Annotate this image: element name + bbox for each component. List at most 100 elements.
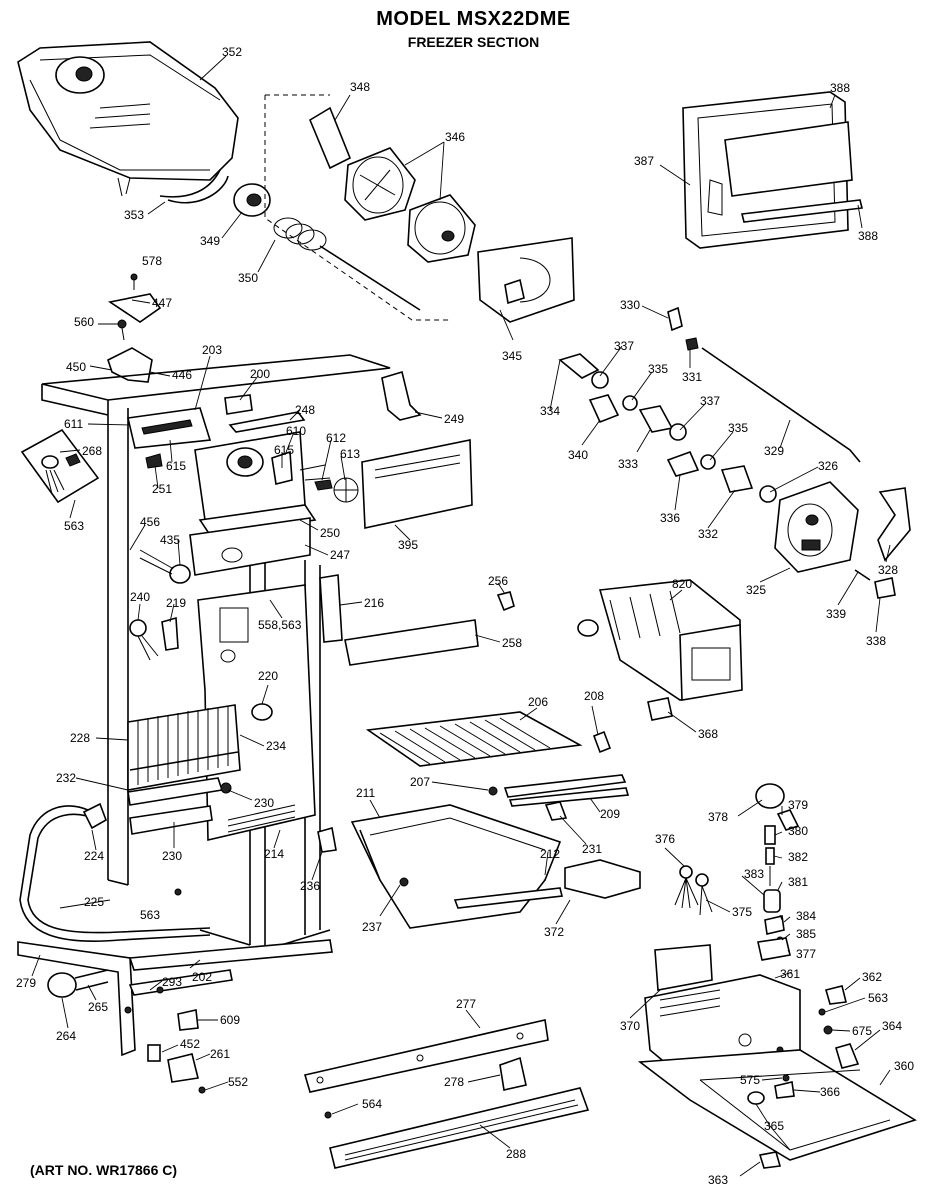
part-label: 363 — [708, 1173, 728, 1187]
part-label: 279 — [16, 976, 36, 990]
bail-wire-drawing — [167, 175, 229, 204]
part-label: 225 — [84, 895, 104, 909]
bracket-368-drawing — [647, 697, 673, 721]
part-label: 207 — [410, 775, 430, 789]
part-label: 278 — [444, 1075, 464, 1089]
part-label: 564 — [362, 1097, 382, 1111]
part-label: 249 — [444, 412, 464, 426]
part-label: 456 — [140, 515, 160, 529]
part-label: 352 — [222, 45, 242, 59]
part-label: 256 — [488, 574, 508, 588]
part-label: 385 — [796, 927, 816, 941]
bracket-231-drawing — [544, 801, 568, 821]
part-label: 250 — [320, 526, 340, 540]
part-label: 609 — [220, 1013, 240, 1027]
part-label: 261 — [210, 1047, 230, 1061]
part-label: 220 — [258, 669, 278, 683]
leveling-leg-278-drawing — [499, 1056, 527, 1091]
part-label: 236 — [300, 879, 320, 893]
clip-256-drawing — [496, 591, 515, 612]
part-label: 450 — [66, 360, 86, 374]
fan-shroud-assembly-drawing — [194, 431, 359, 521]
part-label: 333 — [618, 457, 638, 471]
part-label: 251 — [152, 482, 172, 496]
part-label: 435 — [160, 533, 180, 547]
part-label: 334 — [540, 404, 560, 418]
part-label: 265 — [88, 1000, 108, 1014]
part-label: 379 — [788, 798, 808, 812]
part-label: 293 — [162, 975, 182, 989]
part-label: 337 — [700, 394, 720, 408]
control-panel-cover-drawing — [361, 439, 473, 529]
part-label: 336 — [660, 511, 680, 525]
dispenser-base-drawing — [637, 1049, 917, 1161]
part-label: 388 — [858, 229, 878, 243]
part-label: 258 — [502, 636, 522, 650]
part-label: 615 — [274, 443, 294, 457]
part-label: 208 — [584, 689, 604, 703]
shelf-support-208-drawing — [592, 730, 612, 754]
part-label: 350 — [238, 271, 258, 285]
section-subtitle: FREEZER SECTION — [407, 34, 540, 50]
art-number: (ART NO. WR17866 C) — [30, 1162, 178, 1178]
wire-shelf-drawing — [365, 711, 583, 767]
light-socket-drawing — [20, 428, 100, 504]
part-label: 206 — [528, 695, 548, 709]
part-label: 612 — [326, 431, 346, 445]
part-label: 268 — [82, 444, 102, 458]
part-label: 820 — [672, 577, 692, 591]
rail-258-drawing — [344, 619, 479, 666]
small-fasteners-drawing — [147, 1009, 206, 1094]
part-label: 384 — [796, 909, 816, 923]
bracket-338-drawing — [874, 577, 896, 599]
part-label: 329 — [764, 444, 784, 458]
part-number-labels: 352 348 346 388 387 388 353 349 350 578 … — [16, 45, 914, 1187]
part-label: 331 — [682, 370, 702, 384]
part-label: 212 — [540, 847, 560, 861]
right-fasteners-drawing — [818, 985, 860, 1069]
part-label: 216 — [364, 596, 384, 610]
dispenser-linkage-drawing — [558, 306, 861, 503]
part-label: 325 — [746, 583, 766, 597]
part-label: 277 — [456, 997, 476, 1011]
part-label: 340 — [568, 448, 588, 462]
part-label: 240 — [130, 590, 150, 604]
part-label: 364 — [882, 1019, 902, 1033]
part-label: 380 — [788, 824, 808, 838]
part-label: 395 — [398, 538, 418, 552]
cover-328-drawing — [877, 487, 911, 562]
part-label: 552 — [228, 1075, 248, 1089]
bracket-249-drawing — [381, 370, 422, 421]
defrost-thermostat-drawing — [129, 616, 179, 661]
switch-370-drawing — [654, 944, 713, 991]
solenoid-assembly-drawing — [755, 783, 800, 961]
part-label: 675 — [852, 1024, 872, 1038]
drain-tube-drawing — [19, 802, 211, 943]
part-label: 613 — [340, 447, 360, 461]
panel-lines — [374, 454, 461, 479]
part-label: 368 — [698, 727, 718, 741]
part-label: 377 — [796, 947, 816, 961]
part-label: 382 — [788, 850, 808, 864]
screw-207-drawing — [488, 786, 498, 796]
leader-lines — [31, 55, 891, 1177]
part-label: 361 — [780, 967, 800, 981]
part-label: 339 — [826, 607, 846, 621]
part-label: 558,563 — [258, 618, 302, 632]
part-label: 563 — [868, 991, 888, 1005]
part-label: 345 — [502, 349, 522, 363]
shroud-372-drawing — [564, 859, 641, 899]
part-label: 446 — [172, 368, 192, 382]
part-label: 375 — [732, 905, 752, 919]
roller-drawing — [47, 969, 109, 998]
part-label: 335 — [728, 421, 748, 435]
drive-coupler-drawing — [233, 183, 271, 217]
part-label: 230 — [254, 796, 274, 810]
part-label: 338 — [866, 634, 886, 648]
damper-bracket-drawing — [107, 273, 162, 341]
auger-spring-drawing — [273, 217, 421, 311]
screw-564-drawing — [324, 1111, 332, 1119]
evaporator-cover-drawing — [197, 584, 316, 842]
hinge-236-drawing — [317, 826, 337, 853]
